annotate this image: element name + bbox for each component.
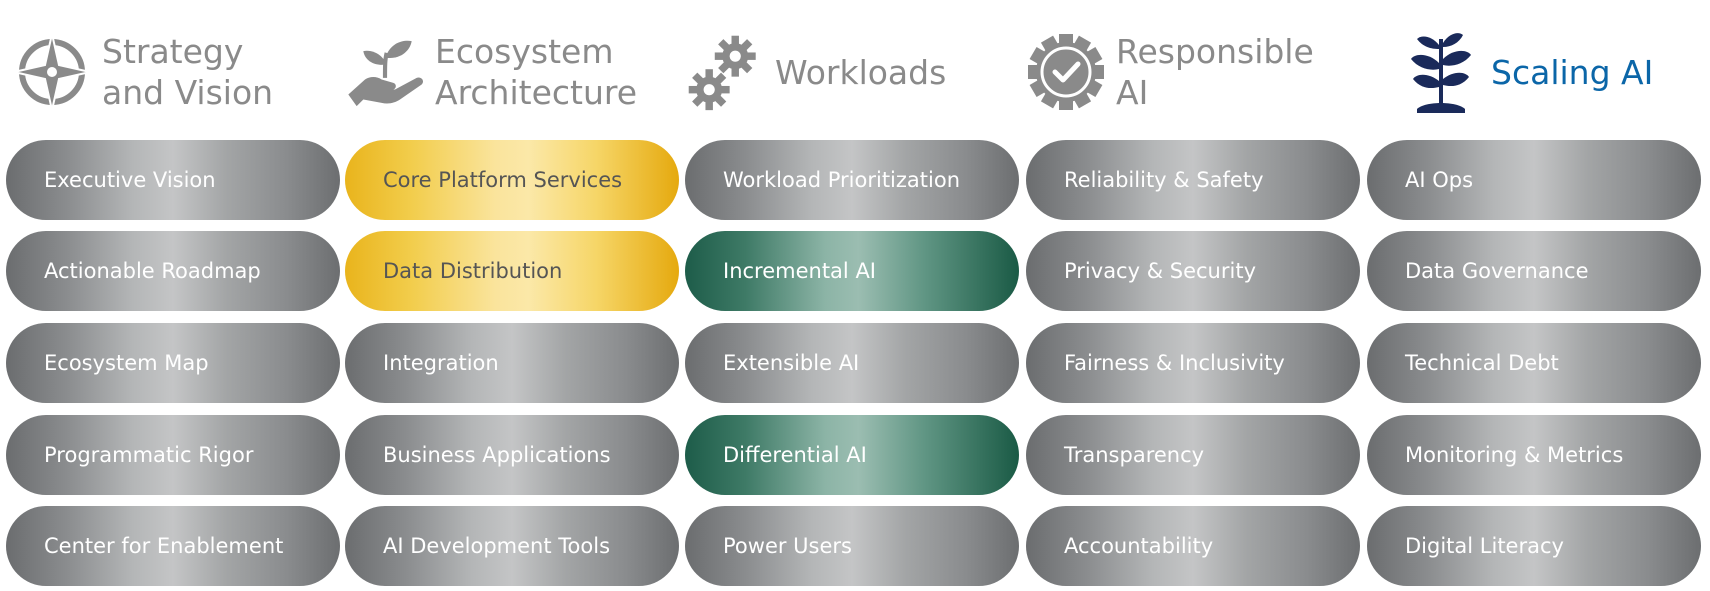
column-title: Responsible AI (1116, 32, 1314, 112)
column-header: Workloads (685, 22, 946, 122)
capability-pill: Incremental AI (685, 231, 1019, 311)
capability-pill: Executive Vision (6, 140, 340, 220)
growing-plant-icon (1401, 29, 1481, 115)
column-header: Ecosystem Architecture (345, 22, 637, 122)
capability-pill: Accountability (1026, 506, 1360, 586)
column-title: Workloads (775, 52, 947, 92)
capability-pill: Workload Prioritization (685, 140, 1019, 220)
column-header: Strategy and Vision (12, 22, 273, 122)
capability-pill: Ecosystem Map (6, 323, 340, 403)
capability-pill: Reliability & Safety (1026, 140, 1360, 220)
column-title: Scaling AI (1491, 52, 1654, 92)
capability-pill: Transparency (1026, 415, 1360, 495)
capability-pill: Core Platform Services (345, 140, 679, 220)
capability-pill: Center for Enablement (6, 506, 340, 586)
capability-pill: Digital Literacy (1367, 506, 1701, 586)
badge-check-icon (1026, 29, 1106, 115)
capability-pill: Technical Debt (1367, 323, 1701, 403)
capability-pill: Actionable Roadmap (6, 231, 340, 311)
column-header: Scaling AI (1401, 22, 1653, 122)
capability-pill: Fairness & Inclusivity (1026, 323, 1360, 403)
capability-pill: Extensible AI (685, 323, 1019, 403)
capability-pill: Data Governance (1367, 231, 1701, 311)
capability-pill: AI Ops (1367, 140, 1701, 220)
capability-pill: Data Distribution (345, 231, 679, 311)
compass-icon (12, 29, 92, 115)
capability-pill: Privacy & Security (1026, 231, 1360, 311)
capability-pill: Business Applications (345, 415, 679, 495)
capability-pill: Power Users (685, 506, 1019, 586)
capability-pill: Programmatic Rigor (6, 415, 340, 495)
capability-pill: AI Development Tools (345, 506, 679, 586)
column-title: Strategy and Vision (102, 32, 274, 112)
capability-pill: Integration (345, 323, 679, 403)
hand-sprout-icon (345, 29, 425, 115)
capability-pill: Monitoring & Metrics (1367, 415, 1701, 495)
gears-icon (685, 29, 765, 115)
column-header: Responsible AI (1026, 22, 1314, 122)
capability-pill: Differential AI (685, 415, 1019, 495)
column-title: Ecosystem Architecture (435, 32, 638, 112)
